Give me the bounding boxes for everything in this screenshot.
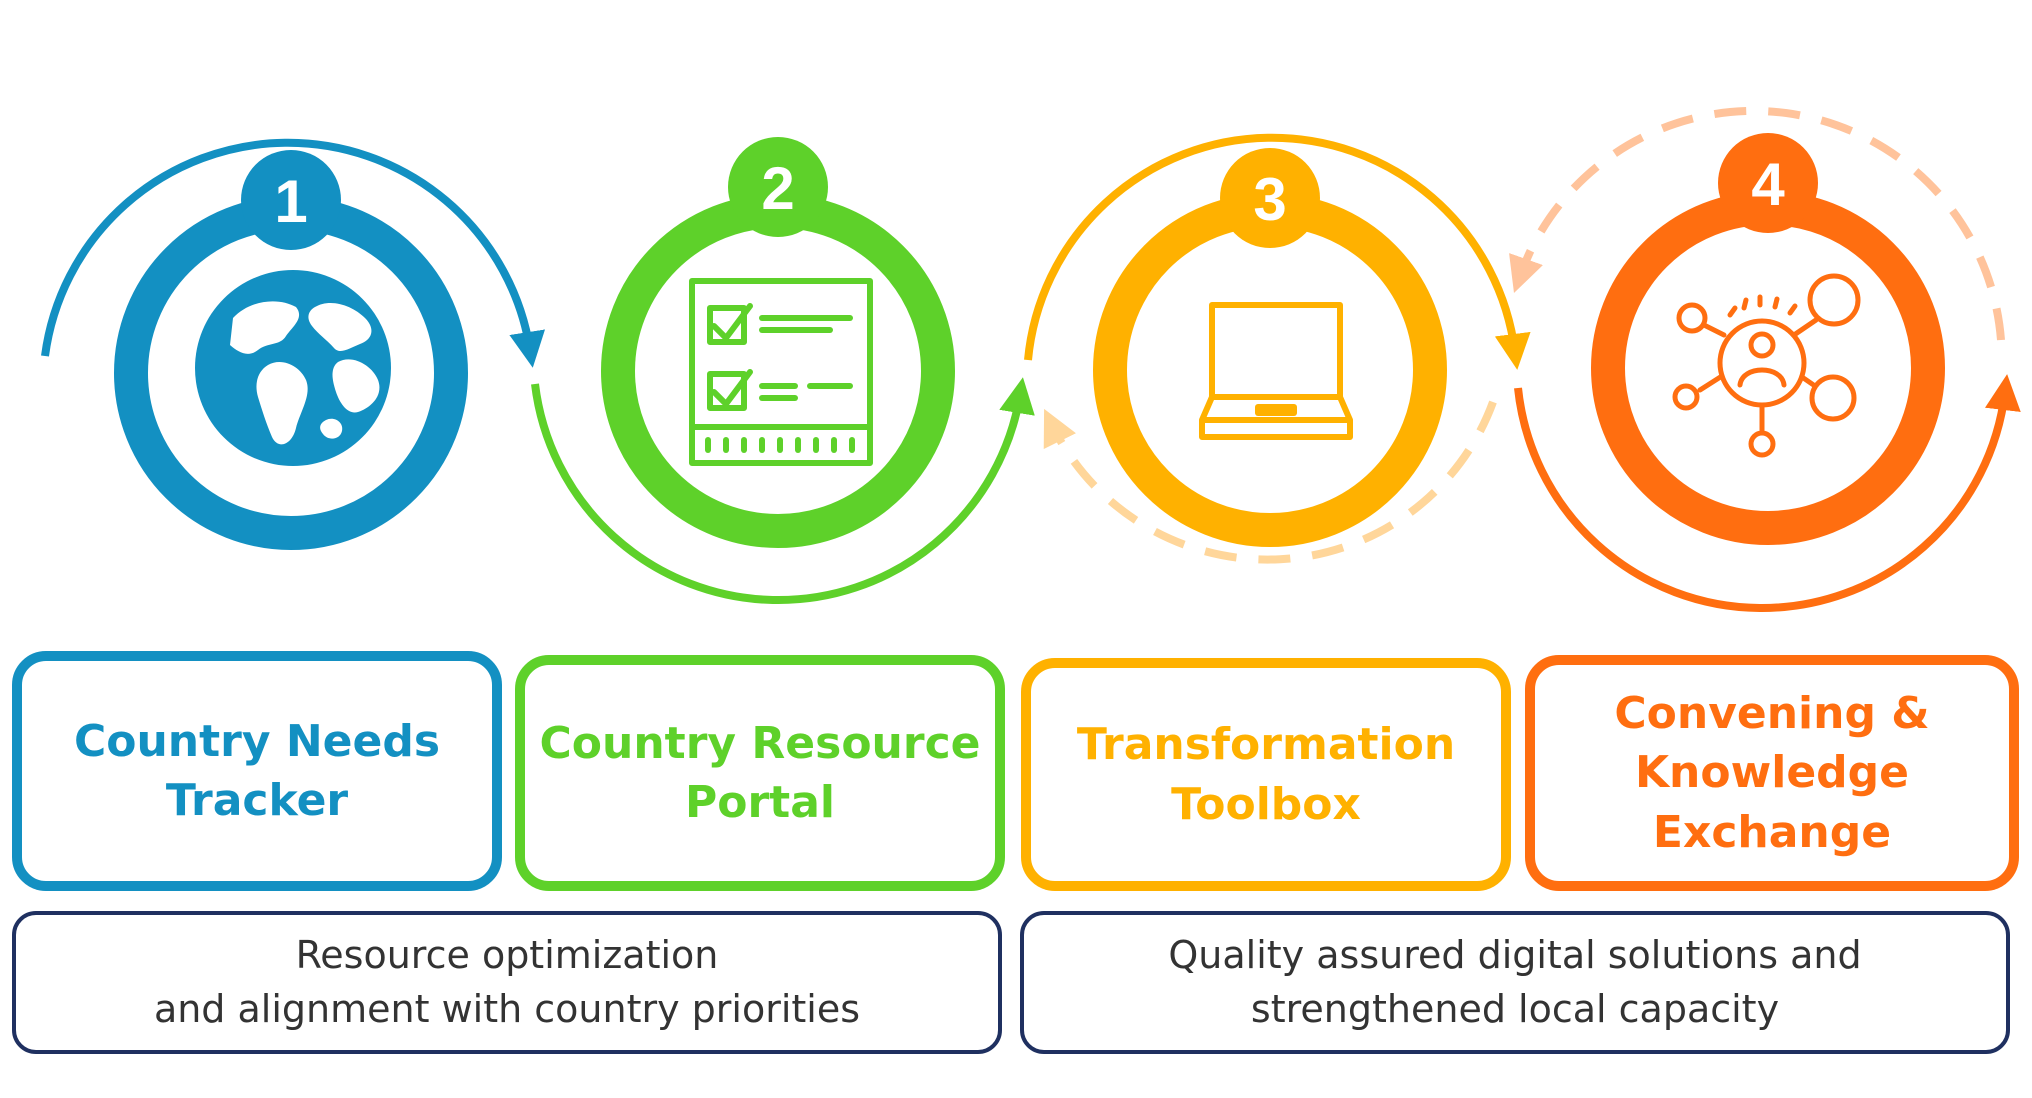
step-4-circle: 4: [1591, 133, 1945, 545]
arc-arrow-4-dashed: [1509, 107, 2005, 341]
step-2-number: 2: [761, 155, 794, 222]
globe-icon: [195, 270, 391, 466]
arc-arrow-3: [1024, 133, 1531, 370]
step-2-label-box: Country Resource Portal: [515, 655, 1005, 891]
step-2-label: Country Resource Portal: [539, 717, 981, 828]
step-1-circle: 1: [114, 150, 468, 550]
network-people-icon: [1672, 273, 1861, 458]
arc-arrow-1: [41, 138, 545, 368]
step-3-circle: 3: [1093, 148, 1447, 547]
step-1-label: Country Needs Tracker: [73, 715, 441, 826]
arc-arrow-3-dashed: [1043, 400, 1497, 564]
step-3-number: 3: [1253, 166, 1286, 233]
step-1-label-box: Country Needs Tracker: [12, 651, 502, 891]
step-3-label-box: Transformation Toolbox: [1021, 658, 1511, 891]
outcome-2-text: Quality assured digital solutions and st…: [1168, 933, 1862, 1031]
step-4-label: Convening & Knowledge Exchange: [1614, 687, 1930, 858]
step-2-circle: 2: [601, 137, 955, 548]
outcome-box-2: Quality assured digital solutions and st…: [1020, 911, 2010, 1054]
step-1-number: 1: [274, 168, 307, 235]
step-4-label-box: Convening & Knowledge Exchange: [1525, 655, 2019, 891]
checklist-icon: [689, 278, 873, 466]
arc-arrow-2: [531, 377, 1035, 604]
outcome-1-text: Resource optimization and alignment with…: [153, 933, 861, 1031]
step-4-number: 4: [1751, 151, 1785, 218]
step-3-label: Transformation Toolbox: [1076, 719, 1456, 830]
arc-arrow-4: [1514, 374, 2021, 612]
outcome-box-1: Resource optimization and alignment with…: [12, 911, 1002, 1054]
laptop-icon: [1199, 302, 1353, 440]
